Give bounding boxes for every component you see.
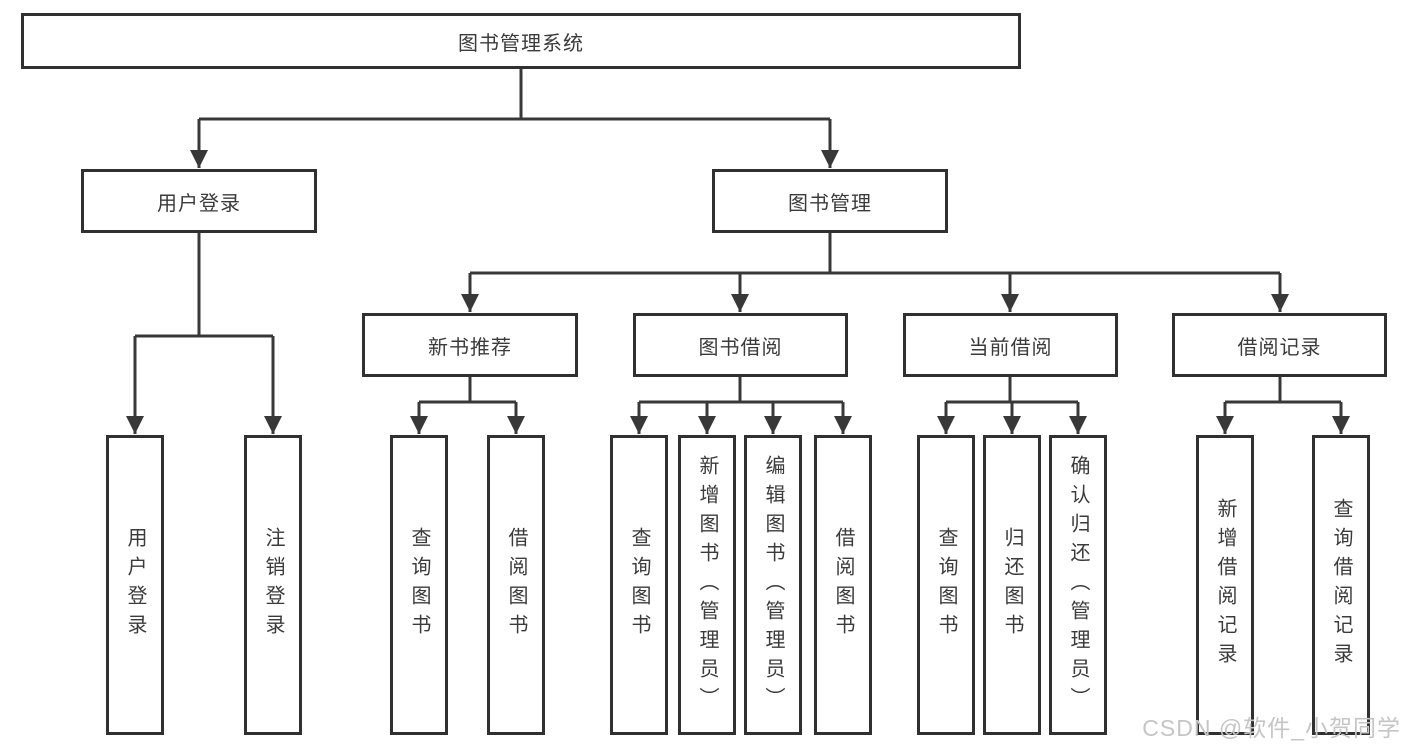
node-label: 新增借阅记录 bbox=[1214, 498, 1236, 672]
node-label: 查询借阅记录 bbox=[1330, 498, 1352, 672]
leaf-query-borrow-record: 查询借阅记录 bbox=[1312, 435, 1370, 735]
leaf-return-books: 归还图书 bbox=[983, 435, 1041, 735]
node-label: 借阅图书 bbox=[505, 527, 527, 643]
node-book-management: 图书管理 bbox=[712, 169, 948, 233]
node-current-borrowing: 当前借阅 bbox=[903, 313, 1118, 377]
node-borrowing-records: 借阅记录 bbox=[1172, 313, 1387, 377]
node-book-borrowing: 图书借阅 bbox=[633, 313, 848, 377]
node-label: 查询图书 bbox=[408, 527, 430, 643]
node-label: 借阅图书 bbox=[832, 527, 854, 643]
node-label: 注销登录 bbox=[262, 527, 284, 643]
node-library-management-system: 图书管理系统 bbox=[21, 13, 1021, 69]
node-label: 查询图书 bbox=[628, 527, 650, 643]
leaf-edit-book-admin: 编辑图书（管理员） bbox=[744, 435, 802, 735]
node-label: 借阅记录 bbox=[1237, 336, 1322, 359]
node-label: 新增图书（管理员） bbox=[696, 454, 718, 716]
node-label: 用户登录 bbox=[157, 192, 241, 215]
leaf-query-books-recommend: 查询图书 bbox=[390, 435, 448, 735]
node-user-login: 用户登录 bbox=[81, 169, 317, 233]
leaf-query-books-current: 查询图书 bbox=[917, 435, 975, 735]
node-label: 用户登录 bbox=[124, 527, 146, 643]
leaf-query-books-borrow: 查询图书 bbox=[610, 435, 668, 735]
node-label: 图书管理系统 bbox=[458, 32, 584, 55]
leaf-add-borrow-record: 新增借阅记录 bbox=[1196, 435, 1254, 735]
node-label: 归还图书 bbox=[1001, 527, 1023, 643]
node-label: 查询图书 bbox=[935, 527, 957, 643]
leaf-borrow-books-borrow: 借阅图书 bbox=[814, 435, 872, 735]
node-label: 编辑图书（管理员） bbox=[762, 454, 784, 716]
leaf-logout: 注销登录 bbox=[244, 435, 302, 735]
node-new-book-recommendation: 新书推荐 bbox=[362, 313, 578, 377]
leaf-borrow-books-recommend: 借阅图书 bbox=[487, 435, 545, 735]
node-label: 图书管理 bbox=[788, 192, 872, 215]
node-label: 确认归还（管理员） bbox=[1067, 454, 1089, 716]
node-label: 新书推荐 bbox=[428, 336, 512, 359]
leaf-add-book-admin: 新增图书（管理员） bbox=[678, 435, 736, 735]
leaf-confirm-return-admin: 确认归还（管理员） bbox=[1049, 435, 1107, 735]
node-label: 图书借阅 bbox=[698, 336, 783, 359]
leaf-user-login: 用户登录 bbox=[106, 435, 164, 735]
node-label: 当前借阅 bbox=[968, 336, 1053, 359]
